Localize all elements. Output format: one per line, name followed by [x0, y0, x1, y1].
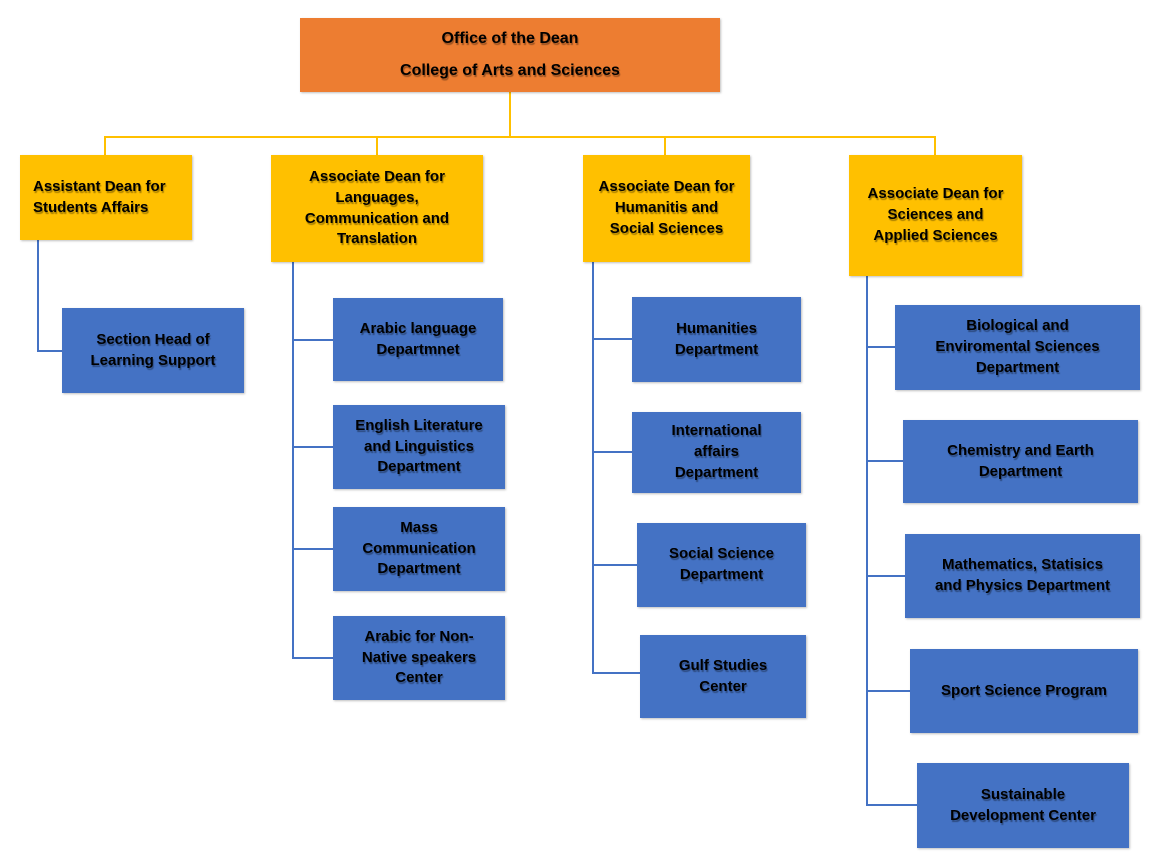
connector-branch2-elbow-3	[292, 548, 333, 550]
connector-root-vertical	[509, 92, 511, 137]
node-section-head-learning-support: Section Head of Learning Support	[62, 308, 244, 393]
node-associate-dean-humanitis-social-sciences: Associate Dean for Humanitis and Social …	[583, 155, 750, 262]
connector-level1-horizontal	[104, 136, 936, 138]
node-english-literature-linguistics-department: English Literature and Linguistics Depar…	[333, 405, 505, 489]
connector-drop-branch-4	[934, 136, 936, 156]
node-associate-dean-languages-communication-translation: Associate Dean for Languages, Communicat…	[271, 155, 483, 262]
node-chemistry-earth-department: Chemistry and Earth Department	[903, 420, 1138, 503]
node-mass-communication-department: Mass Communication Department	[333, 507, 505, 591]
node-gulf-studies-center: Gulf Studies Center	[640, 635, 806, 718]
connector-branch3-elbow-2	[592, 451, 632, 453]
connector-branch2-elbow-2	[292, 446, 333, 448]
root-title-line1: Office of the Dean	[441, 30, 579, 48]
node-arabic-non-native-speakers-center: Arabic for Non- Native speakers Center	[333, 616, 505, 700]
connector-branch3-elbow-3	[592, 564, 637, 566]
connector-branch3-vertical	[592, 262, 594, 674]
node-biological-environmental-sciences-department: Biological and Enviromental Sciences Dep…	[895, 305, 1140, 390]
node-assistant-dean-students-affairs: Assistant Dean for Students Affairs	[20, 155, 192, 240]
node-international-affairs-department: International affairs Department	[632, 412, 801, 493]
connector-branch4-vertical	[866, 276, 868, 806]
root-title-line2: College of Arts and Sciences	[400, 61, 620, 79]
connector-branch4-elbow-1	[866, 346, 895, 348]
node-arabic-language-department: Arabic language Departmnet	[333, 298, 503, 381]
connector-drop-branch-2	[376, 136, 378, 156]
connector-branch4-elbow-5	[866, 804, 917, 806]
connector-branch3-elbow-1	[592, 338, 632, 340]
connector-branch3-elbow-4	[592, 672, 640, 674]
node-office-of-the-dean: Office of the Dean College of Arts and S…	[300, 18, 720, 92]
node-humanities-department: Humanities Department	[632, 297, 801, 382]
connector-drop-branch-1	[104, 136, 106, 156]
connector-branch1-elbow-1	[37, 350, 62, 352]
connector-branch2-vertical	[292, 262, 294, 659]
node-social-science-department: Social Science Department	[637, 523, 806, 607]
node-mathematics-statistics-physics-department: Mathematics, Statisics and Physics Depar…	[905, 534, 1140, 618]
node-associate-dean-sciences-applied-sciences: Associate Dean for Sciences and Applied …	[849, 155, 1022, 276]
connector-branch2-elbow-4	[292, 657, 333, 659]
connector-branch2-elbow-1	[292, 339, 333, 341]
connector-branch4-elbow-3	[866, 575, 905, 577]
connector-branch4-elbow-4	[866, 690, 910, 692]
node-sustainable-development-center: Sustainable Development Center	[917, 763, 1129, 848]
connector-branch1-vertical	[37, 240, 39, 352]
connector-drop-branch-3	[664, 136, 666, 156]
connector-branch4-elbow-2	[866, 460, 903, 462]
node-sport-science-program: Sport Science Program	[910, 649, 1138, 733]
